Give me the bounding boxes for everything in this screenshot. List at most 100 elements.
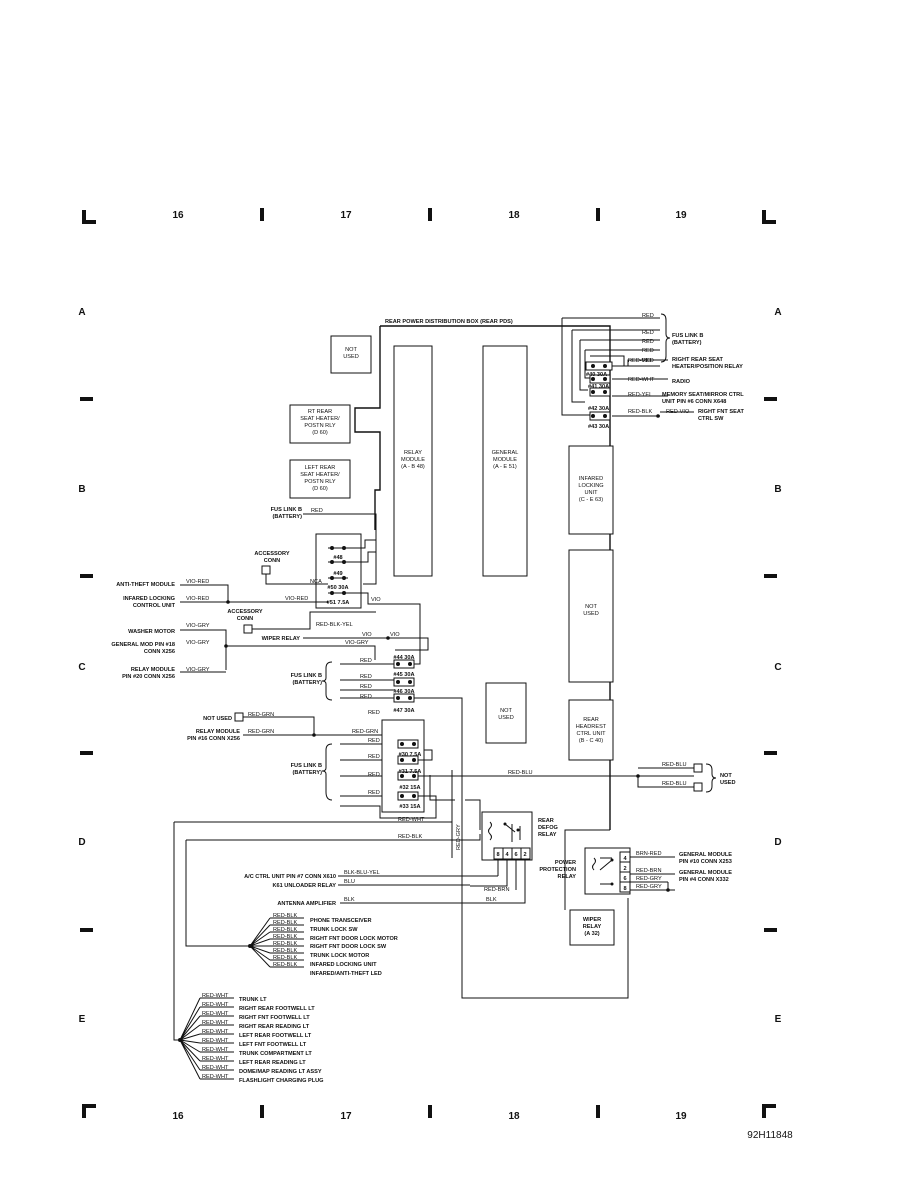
relay-mod-pin-label: RELAY MODULE: [131, 667, 175, 673]
accessory-conn-label: ACCESSORY: [254, 551, 289, 557]
destination-label: RIGHT FNT SEAT: [698, 409, 744, 415]
wire-label: RED-YEL: [628, 392, 652, 398]
fuse-label: #48: [333, 555, 342, 561]
not-used-center-label: NOT: [500, 708, 512, 714]
wire-label: RED-BLK: [273, 948, 298, 954]
rt-rear-seat-relay-box: [289, 404, 351, 444]
wire-label: RED-WHT: [202, 1002, 229, 1008]
wiper-relay-box: [569, 909, 615, 946]
defog-title: REAR: [538, 818, 554, 824]
power-relay-title: PROTECTION: [539, 867, 576, 873]
pin-label: 2: [523, 852, 526, 858]
red-blk-destination: PHONE TRANSCEIVER: [310, 918, 372, 924]
wire-label: RED: [642, 313, 654, 319]
left-rear-seat-relay-box: [289, 459, 351, 499]
row-label: E: [775, 1014, 782, 1025]
general-module-label: GENERAL: [492, 450, 519, 456]
red-wht-destination: RIGHT REAR READING LT: [239, 1024, 310, 1030]
fus-link-label: FUS LINK B: [271, 507, 302, 513]
wire-label: RED-BLU: [662, 781, 687, 787]
wiper-relay-label: (A 32): [584, 931, 599, 937]
row-label: B: [78, 484, 85, 495]
top-right-fuse-group: RED RED RED RED RED FUS LINK B (BATTERY)…: [561, 313, 744, 430]
not-used-right-label: NOT: [585, 604, 597, 610]
row-label: C: [78, 662, 85, 673]
wire-label: RED-BLK: [273, 913, 298, 919]
wire-label: RED-BLK: [273, 934, 298, 940]
wiper-relay-label: RELAY: [583, 924, 602, 930]
col-label: 17: [340, 210, 352, 221]
rt-rear-relay-label: SEAT HEATER/: [300, 416, 340, 422]
fus-link-label: (BATTERY): [292, 680, 322, 686]
general-mod-pin-label: GENERAL MOD PIN #18: [111, 642, 175, 648]
infared-unit-label: INFARED: [579, 476, 603, 482]
red-blk-destination: RIGHT FNT DOOR LOCK SW: [310, 944, 387, 950]
wire-label: RED-BLK: [273, 920, 298, 926]
accessory-conn2-label: ACCESSORY: [227, 609, 262, 615]
destination-label: PIN #4 CONN X332: [679, 877, 729, 883]
fuse-label: #50 30A: [327, 585, 348, 591]
left-rear-relay-label: POSTN RLY: [304, 479, 336, 485]
left-rear-relay-label: (D 60): [312, 486, 328, 492]
col-label: 19: [675, 1111, 687, 1122]
wire-label: BLK: [486, 897, 497, 903]
row-label: B: [774, 484, 781, 495]
pin-label: 6: [514, 852, 517, 858]
col-label: 16: [172, 210, 184, 221]
wire-label: RED: [368, 710, 380, 716]
wire-label: VIO-GRY: [186, 623, 210, 629]
frame-marks: [80, 208, 777, 1118]
infared-locking-label: CONTROL UNIT: [133, 603, 176, 609]
red-wht-destination: LEFT REAR READING LT: [239, 1060, 306, 1066]
col-label: 16: [172, 1111, 184, 1122]
wire-label: BLK-BLU-YEL: [344, 870, 380, 876]
rt-rear-relay-label: POSTN RLY: [304, 423, 336, 429]
ac-ctrl-label: A/C CTRL UNIT PIN #7 CONN X610: [244, 874, 336, 880]
wire-label: VIO-RED: [285, 596, 308, 602]
row-label: C: [774, 662, 781, 673]
wire-label: RED: [642, 339, 654, 345]
not-used-center-label: USED: [498, 715, 514, 721]
not-used-label: USED: [343, 354, 359, 360]
pds-title: REAR POWER DISTRIBUTION BOX (REAR PDS): [385, 319, 513, 325]
wire-label: RED: [360, 674, 372, 680]
rt-rear-relay-label: RT REAR: [308, 409, 332, 415]
wire-label: RED-WHT: [202, 1074, 229, 1080]
wire-label: RED: [360, 658, 372, 664]
wire-label: RED-VIO: [666, 409, 690, 415]
general-module-label: (A - E 51): [493, 464, 517, 470]
red-wht-destination: FLASHLIGHT CHARGING PLUG: [239, 1078, 324, 1084]
rear-headrest-ctrl-box: [568, 699, 614, 761]
relay-module-pin-label: RELAY MODULE: [196, 729, 240, 735]
fus-link-label: FUS LINK B: [291, 763, 322, 769]
destination-label: RADIO: [672, 379, 691, 385]
infared-locking-label: INFARED LOCKING: [123, 596, 175, 602]
fuse-label: #33 15A: [399, 804, 420, 810]
not-used-right-box: [568, 549, 614, 683]
wire-label: RED-BLU: [662, 762, 687, 768]
washer-motor-label: WASHER MOTOR: [128, 629, 175, 635]
relay-module-box: [393, 345, 433, 577]
fuse-label: #47 30A: [393, 708, 414, 714]
wire-label: RED-WHT: [202, 1047, 229, 1053]
wire-label: RED-BLU: [508, 770, 533, 776]
left-rear-relay-label: LEFT REAR: [305, 465, 336, 471]
fus-link-label: FUS LINK B: [672, 333, 703, 339]
accessory-conn-icon: [261, 565, 271, 575]
not-used-box: [330, 335, 372, 374]
wire-label: RED-WHT: [202, 1065, 229, 1071]
fuse-label: #44 30A: [393, 655, 414, 661]
power-relay-title: POWER: [555, 860, 576, 866]
destination-label: CTRL SW: [698, 416, 724, 422]
rt-rear-relay-label: (D 60): [312, 430, 328, 436]
row-label: D: [78, 837, 85, 848]
red-wht-destination: RIGHT REAR FOOTWELL LT: [239, 1006, 315, 1012]
general-mod-pin-label: CONN X256: [144, 649, 175, 655]
pin-label: 8: [623, 886, 626, 892]
red-blk-destination: RIGHT FNT DOOR LOCK MOTOR: [310, 936, 398, 942]
red-blk-destination: INFARED/ANTI-THEFT LED: [310, 971, 382, 977]
wire-label: RED-BLK: [628, 409, 653, 415]
wire-label: RED: [368, 790, 380, 796]
